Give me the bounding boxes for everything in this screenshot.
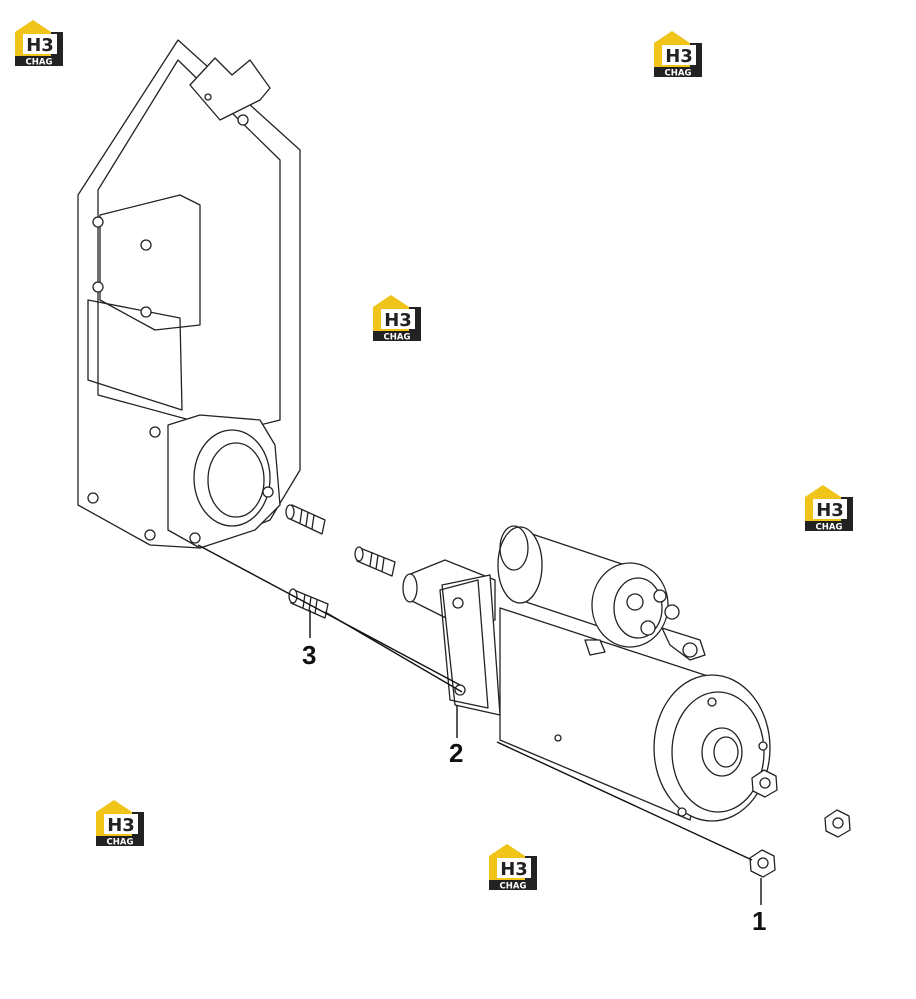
svg-text:H3: H3 — [816, 500, 844, 521]
callout-3: 3 — [302, 640, 317, 670]
starter-motor — [402, 559, 771, 822]
svg-text:CHAG: CHAG — [26, 58, 53, 68]
svg-text:CHAG: CHAG — [665, 69, 692, 79]
svg-text:CHAG: CHAG — [384, 333, 411, 343]
svg-text:H3: H3 — [384, 310, 412, 331]
svg-text:H3: H3 — [500, 859, 528, 880]
flange-nut — [751, 769, 778, 798]
svg-text:H3: H3 — [107, 815, 135, 836]
flywheel-housing — [77, 39, 301, 549]
svg-text:CHAG: CHAG — [500, 882, 527, 892]
leader-line — [496, 741, 753, 861]
flange-nut-callout-1 — [749, 849, 776, 878]
leader-line — [324, 611, 463, 693]
svg-text:CHAG: CHAG — [816, 523, 843, 533]
solenoid — [497, 525, 706, 661]
flange-nut — [824, 809, 851, 838]
callout-1: 1 — [752, 906, 767, 936]
svg-text:H3: H3 — [26, 35, 54, 56]
callout-2: 2 — [449, 738, 464, 768]
svg-text:CHAG: CHAG — [107, 838, 134, 848]
stud-bolt — [285, 504, 326, 535]
stud-bolt — [354, 546, 396, 577]
svg-text:H3: H3 — [665, 46, 693, 67]
